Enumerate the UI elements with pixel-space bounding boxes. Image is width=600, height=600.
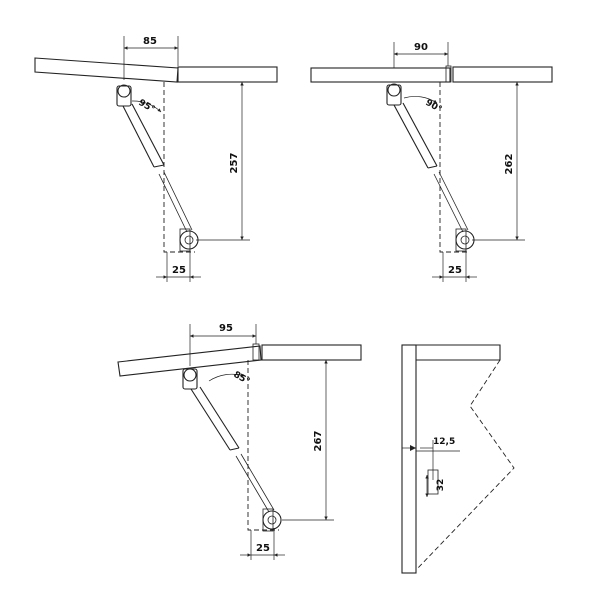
view-a-width-label: 85 — [143, 36, 157, 47]
view-c-cabinet-top — [261, 344, 362, 361]
view-b: 90 262 90° 25 — [310, 42, 553, 282]
view-b-offset-label: 25 — [448, 265, 462, 276]
view-b-height-label: 262 — [504, 154, 515, 175]
view-b-width-label: 90 — [414, 42, 428, 53]
view-a-angle-label: 95° — [137, 98, 157, 115]
view-a-offset-label: 25 — [172, 265, 186, 276]
view-a-side-wall — [163, 82, 195, 253]
view-a: 85 257 95° 25 — [34, 36, 278, 282]
view-d-top-panel — [402, 344, 501, 361]
view-d-vertical-label: 32 — [436, 479, 446, 492]
view-d-side-panel — [401, 344, 417, 574]
view-b-cabinet-top — [452, 66, 553, 83]
view-a-gas-strut — [116, 84, 199, 252]
view-c-side-wall — [247, 360, 279, 531]
view-c: 95 267 85° 25 — [117, 323, 362, 560]
view-b-side-wall — [439, 82, 470, 253]
view-c-offset-label: 25 — [256, 543, 270, 554]
view-d-break-line — [415, 359, 515, 571]
view-a-cabinet-top — [177, 66, 278, 83]
view-c-width-label: 95 — [219, 323, 233, 334]
view-c-height-label: 267 — [313, 431, 324, 452]
view-b-flap — [310, 67, 451, 83]
view-c-flap — [117, 345, 262, 377]
view-c-gas-strut — [182, 368, 282, 532]
view-d-horizontal-label: 12,5 — [433, 437, 455, 447]
view-d: 12,5 32 — [401, 344, 515, 574]
view-a-flap — [34, 57, 179, 83]
view-a-height-label: 257 — [229, 153, 240, 174]
